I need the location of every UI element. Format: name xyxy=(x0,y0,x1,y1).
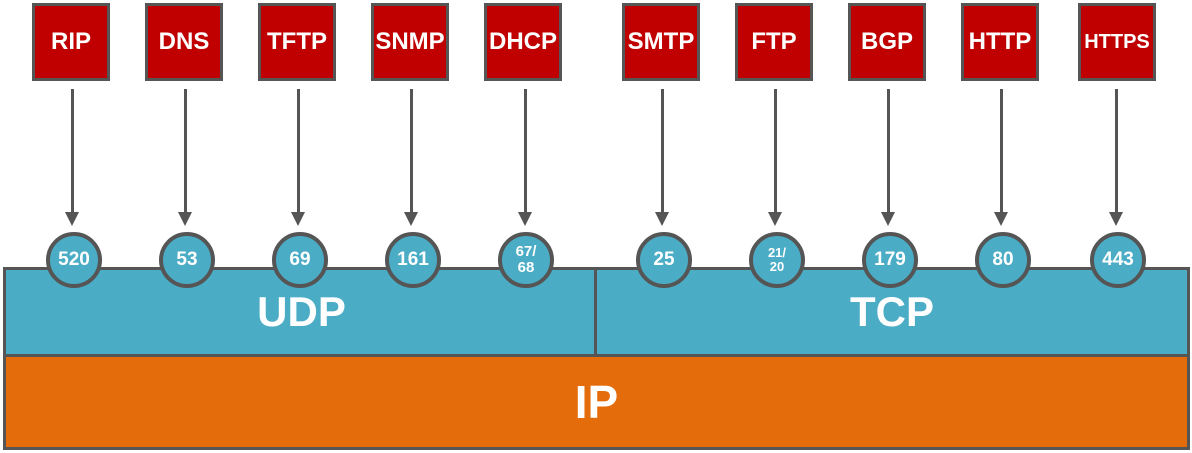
protocol-label-http: HTTP xyxy=(968,28,1032,55)
port-number-tftp: 69 xyxy=(289,249,311,271)
arrow-head-smtp xyxy=(655,212,669,226)
port-circle-dns: 53 xyxy=(159,232,215,288)
port-circle-rip: 520 xyxy=(46,232,102,288)
arrow-https xyxy=(1115,89,1118,213)
arrow-snmp xyxy=(410,89,413,213)
protocol-box-smtp: SMTP xyxy=(622,3,700,81)
port-circle-smtp: 25 xyxy=(636,232,692,288)
protocol-box-https: HTTPS xyxy=(1078,3,1156,81)
arrow-head-dhcp xyxy=(518,212,532,226)
port-circle-http: 80 xyxy=(975,232,1031,288)
port-number-http: 80 xyxy=(992,249,1014,271)
port-circle-tftp: 69 xyxy=(272,232,328,288)
port-number-dhcp: 67/ xyxy=(515,243,537,261)
protocol-label-https: HTTPS xyxy=(1084,30,1150,53)
protocol-box-http: HTTP xyxy=(961,3,1039,81)
port-circle-snmp: 161 xyxy=(385,232,441,288)
arrow-head-http xyxy=(994,212,1008,226)
port-number-https: 443 xyxy=(1102,249,1134,271)
port-number-ftp-line2: 20 xyxy=(769,259,785,274)
port-number-bgp: 179 xyxy=(874,249,906,271)
arrow-dhcp xyxy=(524,89,527,213)
udp-label: UDP xyxy=(257,288,346,335)
arrow-ftp xyxy=(774,89,777,213)
ip-label: IP xyxy=(574,376,619,428)
protocol-label-bgp: BGP xyxy=(860,28,913,55)
arrow-tftp xyxy=(297,89,300,213)
port-number-smtp: 25 xyxy=(653,249,675,271)
arrow-head-rip xyxy=(65,212,79,226)
arrow-head-ftp xyxy=(768,212,782,226)
port-circle-dhcp: 67/ 68 xyxy=(498,232,554,288)
port-number-rip: 520 xyxy=(58,249,90,271)
arrow-head-snmp xyxy=(404,212,418,226)
protocol-label-dhcp: DHCP xyxy=(488,28,557,55)
protocol-box-dhcp: DHCP xyxy=(484,3,562,81)
protocol-label-smtp: SMTP xyxy=(627,28,695,55)
arrow-rip xyxy=(71,89,74,213)
arrow-head-bgp xyxy=(881,212,895,226)
protocol-box-bgp: BGP xyxy=(848,3,926,81)
arrow-head-dns xyxy=(178,212,192,226)
protocol-box-snmp: SNMP xyxy=(371,3,449,81)
arrow-smtp xyxy=(661,89,664,213)
arrow-dns xyxy=(184,89,187,213)
port-number-ftp: 21/ xyxy=(767,245,787,261)
protocol-label-dns: DNS xyxy=(158,28,210,55)
tcp-label: TCP xyxy=(850,288,934,335)
port-circle-ftp: 21/ 20 xyxy=(749,232,805,288)
arrow-head-https xyxy=(1109,212,1123,226)
port-circle-bgp: 179 xyxy=(862,232,918,288)
protocol-label-snmp: SNMP xyxy=(375,28,445,55)
protocol-label-tftp: TFTP xyxy=(267,28,327,55)
ip-layer: IP xyxy=(3,354,1190,450)
port-number-dns: 53 xyxy=(176,249,198,271)
protocol-box-tftp: TFTP xyxy=(258,3,336,81)
arrow-head-tftp xyxy=(291,212,305,226)
arrow-http xyxy=(1000,89,1003,213)
port-number-snmp: 161 xyxy=(397,249,429,271)
protocol-label-ftp: FTP xyxy=(751,28,797,55)
protocol-box-ftp: FTP xyxy=(735,3,813,81)
port-number-dhcp-line2: 68 xyxy=(517,259,535,276)
arrow-bgp xyxy=(887,89,890,213)
protocol-label-rip: RIP xyxy=(50,28,91,55)
port-circle-https: 443 xyxy=(1090,232,1146,288)
protocol-box-rip: RIP xyxy=(32,3,110,81)
protocol-box-dns: DNS xyxy=(145,3,223,81)
